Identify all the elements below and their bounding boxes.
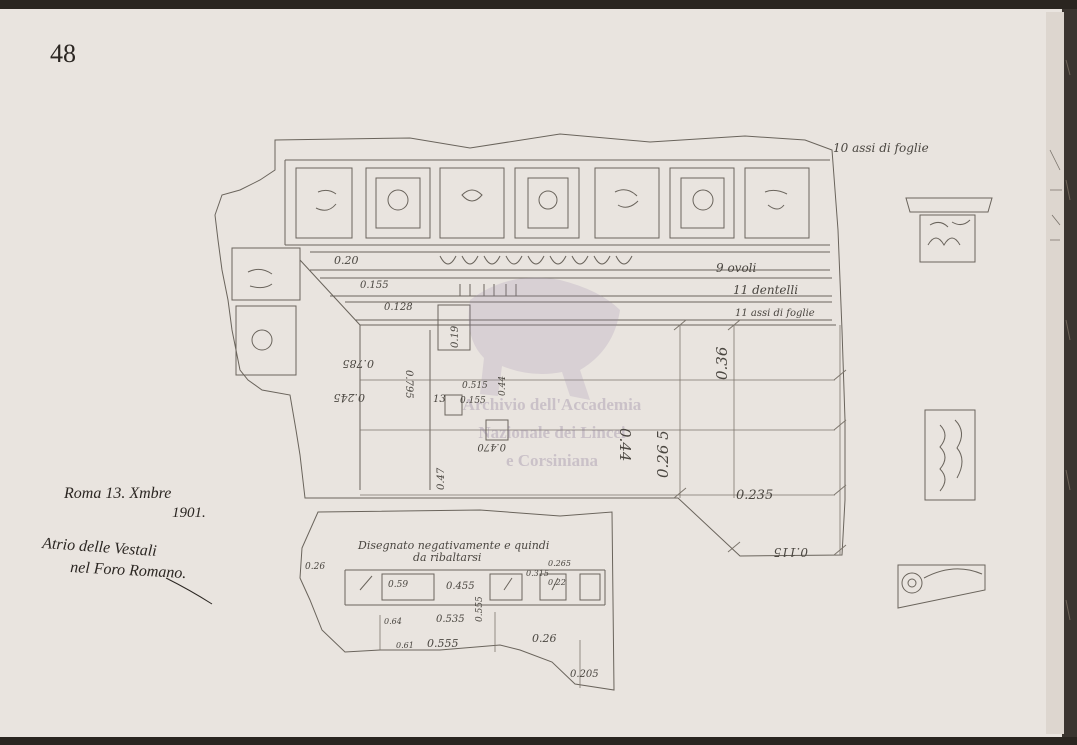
- dim-e-0-59: 0.59: [388, 580, 408, 590]
- dim-0-785: 0.785: [343, 357, 375, 370]
- dim-0-155-a: 0.155: [360, 280, 389, 291]
- dim-e-0-205: 0.205: [570, 669, 599, 680]
- dim-e-0-64: 0.64: [384, 617, 402, 626]
- side-detail-leaf-panel: [924, 409, 976, 501]
- dim-13: 13: [433, 394, 446, 405]
- watermark-line-1: Archivio dell'Accademia: [463, 395, 642, 414]
- dim-e-0-26-b: 0.26: [532, 632, 557, 645]
- dim-0-47: 0.47: [436, 467, 447, 490]
- dim-0-128: 0.128: [384, 302, 413, 313]
- dim-0-115: 0.115: [774, 545, 808, 559]
- paper: [0, 9, 1068, 737]
- side-detail-scroll: [897, 564, 986, 609]
- dim-0-235: 0.235: [736, 488, 773, 503]
- side-detail-capital: [905, 197, 993, 263]
- caption-flourish: [165, 577, 213, 605]
- watermark-line-2: Nazionale dei Lincei: [478, 423, 626, 442]
- dim-e-0-555-b: 0.555: [475, 596, 485, 622]
- neighbour-page-marks: [1049, 149, 1062, 241]
- dim-0-470: 0.470: [477, 441, 506, 452]
- page-number: 48: [50, 39, 76, 68]
- caption-line-4: nel Foro Romano.: [70, 559, 187, 582]
- soffit-fragment-drawing: [299, 509, 615, 691]
- label-ovoli: 9 ovoli: [716, 261, 757, 275]
- dim-e-0-455: 0.455: [446, 581, 475, 592]
- note-drawn-negatively-2: da ribaltarsi: [413, 551, 481, 564]
- watermark-line-3: e Corsiniana: [506, 451, 599, 470]
- caption: Roma 13. Xmbre 1901. Atrio delle Vestali…: [41, 485, 213, 605]
- dim-0-245: 0.245: [334, 391, 366, 404]
- label-foglie: 11 assi di foglie: [735, 308, 815, 319]
- dim-0-20: 0.20: [334, 254, 359, 267]
- dim-0-44: 0.44: [616, 428, 634, 461]
- dim-0-795: 0.795: [403, 370, 414, 399]
- dim-0-44-small: 0.44: [498, 376, 508, 396]
- caption-line-1: Roma 13. Xmbre: [63, 485, 171, 502]
- label-dentelli: 11 dentelli: [733, 283, 798, 297]
- dim-e-0-555-a: 0.555: [427, 637, 459, 650]
- dim-0-19: 0.19: [450, 325, 461, 348]
- dim-0-155-b: 0.155: [460, 396, 486, 406]
- note-leaf-axes-top: 10 assi di foglie: [833, 141, 929, 155]
- dim-e-0-315: 0.315: [526, 569, 549, 578]
- dim-0-36: 0.36: [713, 346, 731, 380]
- archive-watermark: Archivio dell'Accademia Nazionale dei Li…: [463, 277, 642, 470]
- dim-e-0-265: 0.265: [548, 559, 571, 568]
- entablature-fragment-drawing: [214, 133, 847, 557]
- dim-e-0-61: 0.61: [396, 641, 414, 650]
- note-drawn-negatively-1: Disegnato negativamente e quindi: [357, 539, 549, 552]
- dim-0-265: 0.26 5: [654, 430, 672, 478]
- dim-e-0-22: 0.22: [548, 578, 566, 587]
- sketchbook-binding: [1062, 9, 1077, 737]
- dim-0-515: 0.515: [462, 381, 488, 391]
- dim-e-0-26-a: 0.26: [305, 562, 325, 572]
- caption-line-2: 1901.: [172, 505, 206, 521]
- dim-e-0-535: 0.535: [436, 614, 465, 625]
